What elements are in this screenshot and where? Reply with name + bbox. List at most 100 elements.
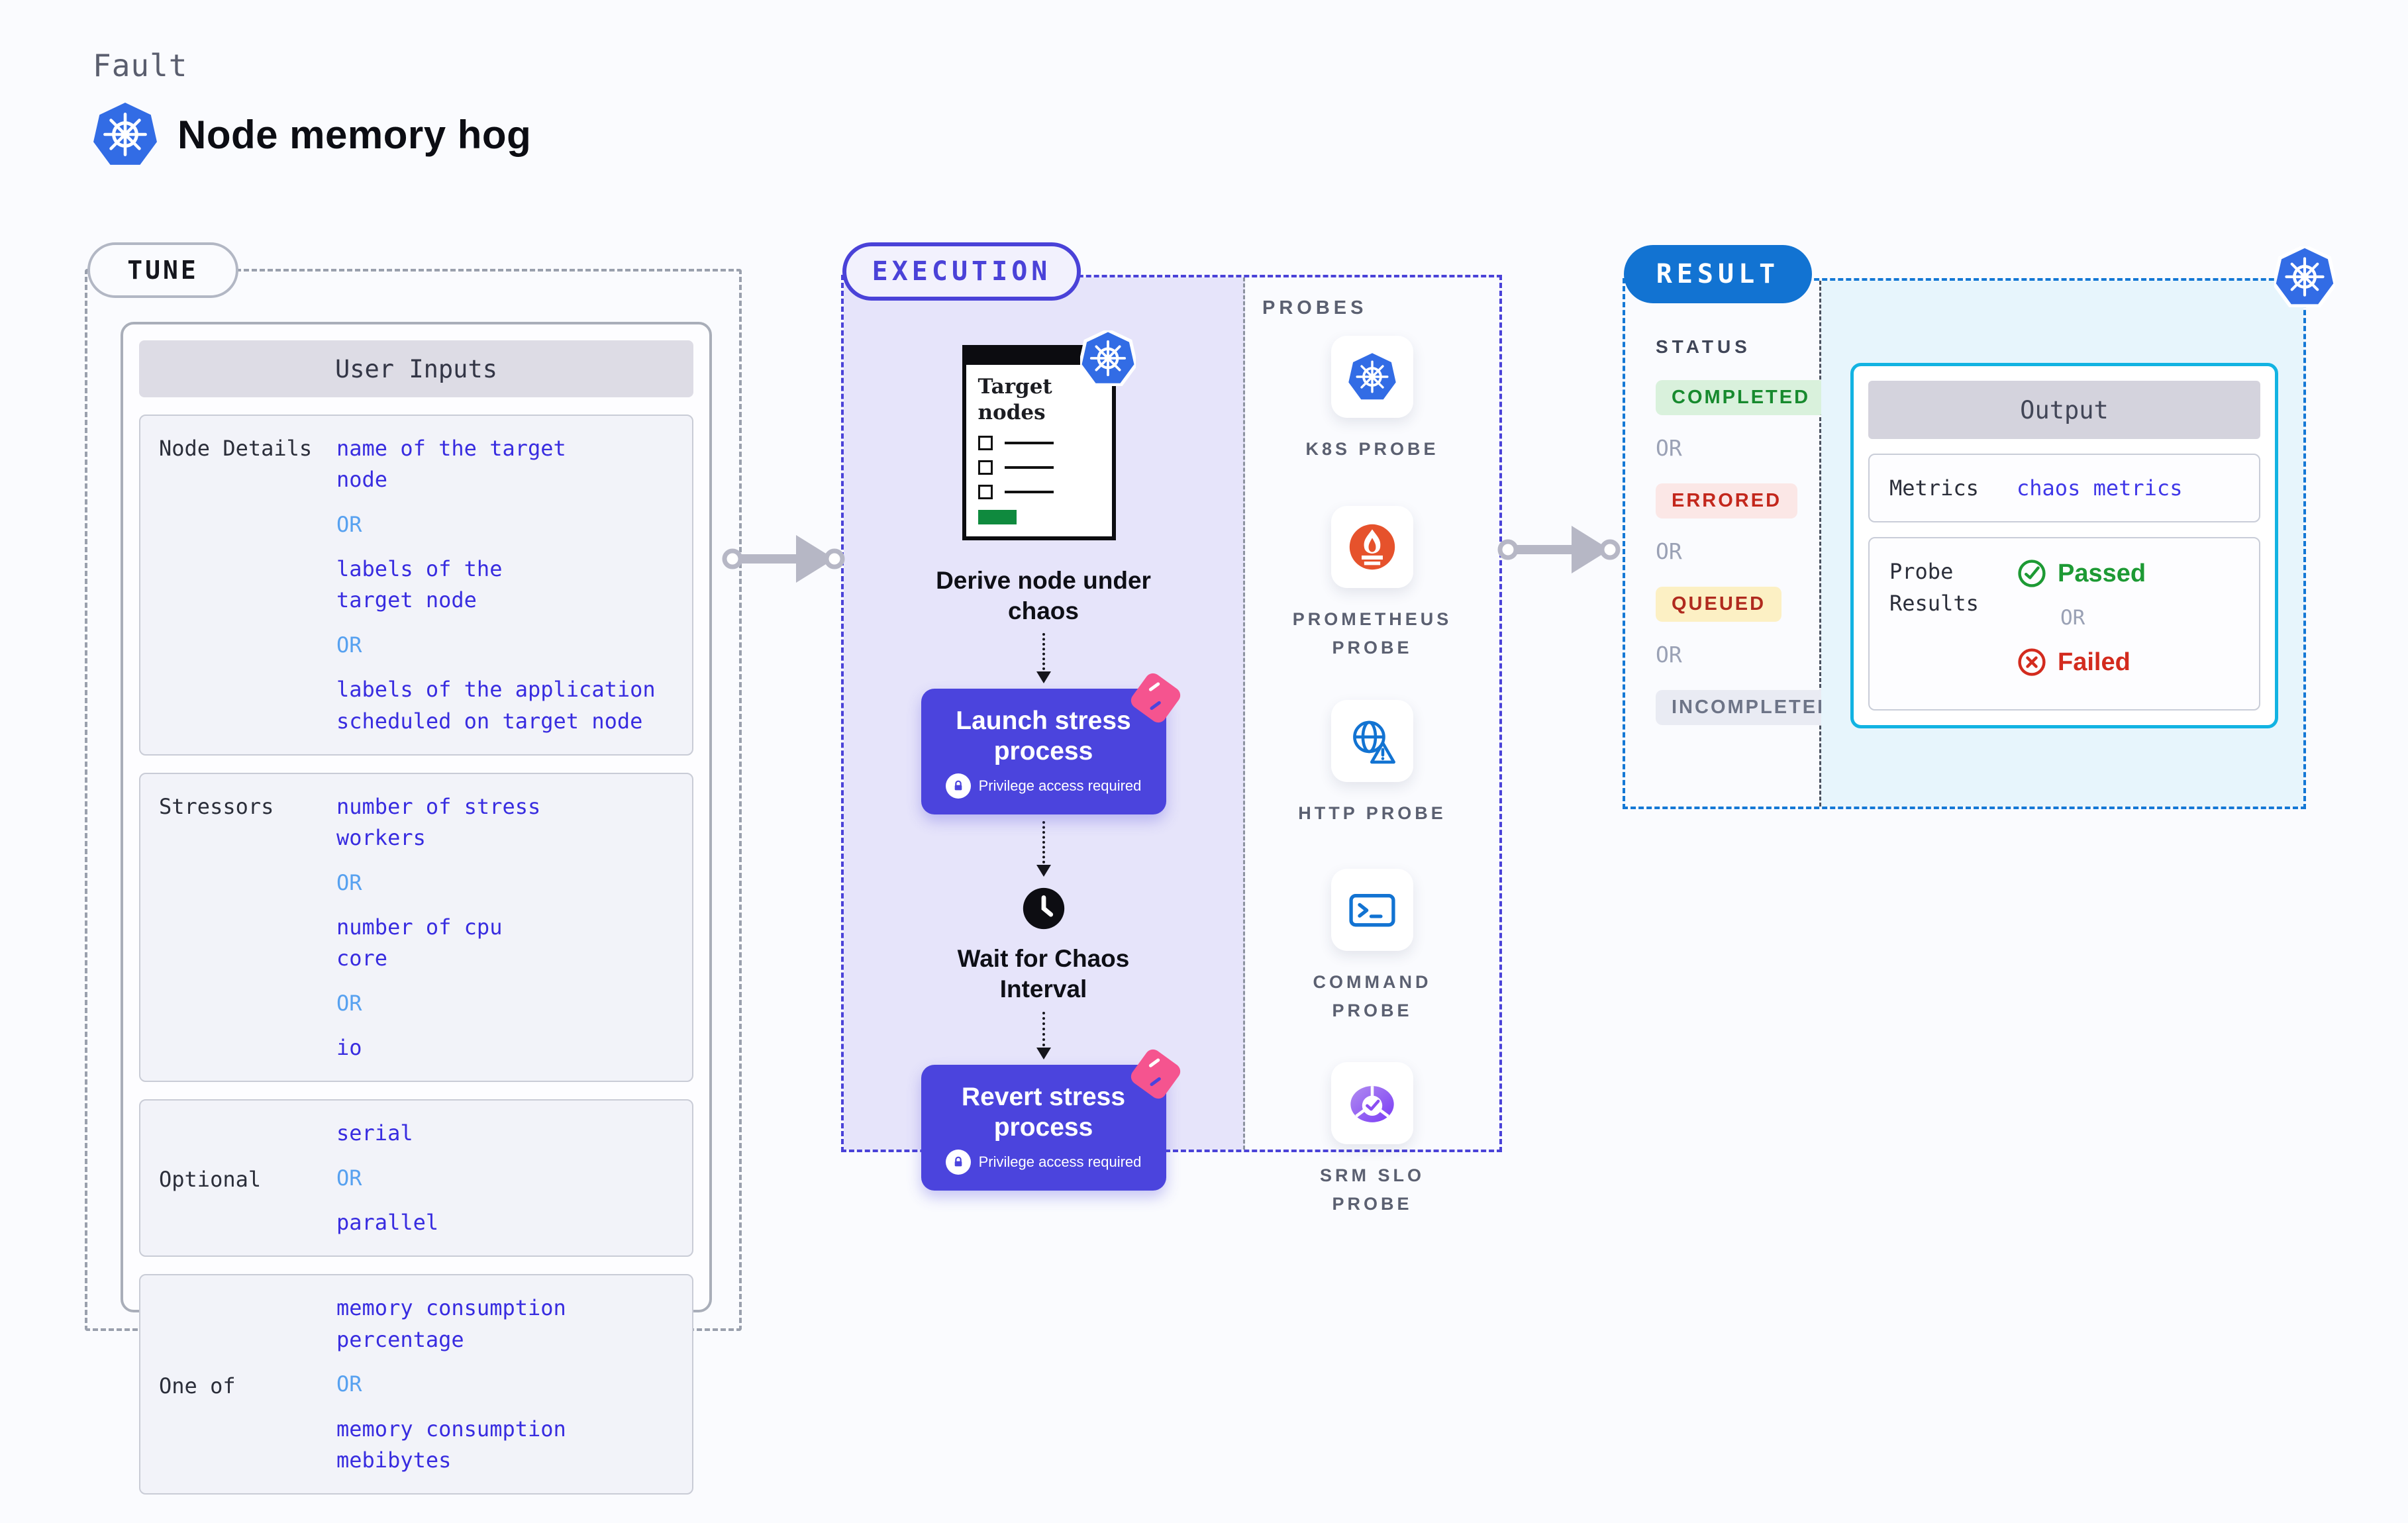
target-nodes-title: Target nodes [978, 375, 1052, 424]
node-list-item [978, 435, 1100, 450]
probes-panel: PROBES K8S PROBE PROMETHEUS PROBE HTTP P… [1245, 277, 1499, 1214]
privilege-note: Privilege access required [933, 1149, 1154, 1175]
execution-section-box: Target nodes Derive node under chaos [841, 275, 1502, 1214]
input-row-values: number of stress workers OR number of cp… [336, 791, 540, 1064]
probe-card [1331, 506, 1413, 589]
input-value: serial [336, 1120, 413, 1146]
input-value: name of the target node [336, 436, 566, 493]
fault-kicker: Fault [93, 48, 188, 83]
privilege-text: Privilege access required [978, 1153, 1142, 1170]
green-button-shape [978, 509, 1017, 524]
flow-arrow-icon [1497, 513, 1623, 587]
result-section-badge: RESULT [1624, 245, 1812, 303]
step-derive-caption: Derive node under chaos [936, 566, 1151, 624]
execution-flow-panel: Target nodes Derive node under chaos [844, 277, 1245, 1191]
or-separator: OR [336, 632, 362, 658]
user-inputs-header: User Inputs [139, 340, 693, 397]
probe-command: COMMAND PROBE [1313, 868, 1432, 1025]
probe-srm-slo: SRM SLO PROBE [1320, 1062, 1425, 1218]
target-nodes-window: Target nodes [962, 345, 1116, 540]
probe-name: PROMETHEUS PROBE [1292, 609, 1452, 658]
probe-card [1330, 868, 1413, 951]
input-row-values: memory consumption percentage OR memory … [336, 1293, 566, 1476]
list-line [1004, 490, 1054, 493]
input-value: number of cpu core [336, 914, 503, 971]
or-separator: OR [2060, 606, 2085, 630]
input-row-one-of: One of memory consumption percentage OR … [139, 1274, 693, 1495]
prometheus-icon [1347, 522, 1397, 572]
probe-name: COMMAND PROBE [1313, 971, 1432, 1020]
privilege-text: Privilege access required [978, 777, 1142, 795]
input-row-node-details: Node Details name of the target node OR … [139, 415, 693, 756]
step-wait-caption: Wait for Chaos Interval [957, 945, 1130, 1003]
node-list-item [978, 484, 1100, 499]
list-line [1004, 466, 1054, 469]
probe-card [1330, 1062, 1413, 1145]
checkbox-icon [978, 484, 993, 499]
or-separator: OR [336, 869, 362, 895]
lock-icon [945, 1149, 971, 1175]
launch-stress-process-step: Launch stress process Privilege access r… [921, 670, 1183, 815]
input-value: memory consumption percentage [336, 1295, 566, 1352]
globe-warning-icon [1347, 716, 1397, 766]
input-row-values: serial OR parallel [336, 1118, 438, 1238]
probe-results-values: Passed OR Failed [2017, 556, 2146, 692]
window-body: Target nodes [966, 365, 1112, 536]
dotted-arrow-icon [1036, 1011, 1051, 1059]
status-badge-incompleted: INCOMPLETED [1656, 690, 1850, 725]
dotted-arrow-icon [1036, 633, 1051, 683]
user-inputs-card: User Inputs Node Details name of the tar… [121, 322, 712, 1495]
kubernetes-icon [91, 101, 159, 168]
check-circle-icon [2017, 558, 2047, 589]
input-row-label: Optional [159, 1167, 262, 1193]
kubernetes-icon [1347, 352, 1397, 402]
input-value: parallel [336, 1210, 439, 1236]
or-separator: OR [336, 1371, 362, 1397]
page-header: Node memory hog [91, 101, 531, 168]
input-value: labels of the target node [336, 556, 503, 613]
metrics-row: Metrics chaos metrics [1868, 454, 2260, 522]
metrics-value: chaos metrics [2017, 475, 2183, 501]
probes-label: PROBES [1262, 297, 1368, 319]
output-card: Output Metrics chaos metrics Probe Resul… [1850, 363, 2278, 728]
dotted-arrow-icon [1036, 821, 1051, 877]
flow-arrow-icon [722, 522, 848, 596]
input-row-values: name of the target node OR labels of the… [336, 433, 656, 737]
passed-text: Passed [2058, 559, 2146, 587]
input-row-stressors: Stressors number of stress workers OR nu… [139, 772, 693, 1083]
page-title: Node memory hog [177, 112, 532, 157]
clock-icon [1021, 886, 1066, 934]
pie-check-icon [1347, 1078, 1397, 1128]
or-separator: OR [1656, 435, 1682, 461]
status-badge-errored: ERRORED [1656, 483, 1798, 518]
probe-name: HTTP PROBE [1298, 803, 1446, 823]
input-row-label: One of [159, 1373, 236, 1399]
input-value: labels of the application scheduled on t… [336, 677, 656, 734]
revert-stress-process-step: Revert stress process Privilege access r… [921, 1046, 1183, 1191]
kubernetes-icon [2274, 246, 2335, 307]
or-separator: OR [1656, 538, 1682, 564]
output-panel: Output Metrics chaos metrics Probe Resul… [1821, 281, 2303, 807]
probe-results-row: Probe Results Passed OR Failed [1868, 537, 2260, 711]
status-label: STATUS [1656, 336, 1751, 357]
kubernetes-icon [1080, 330, 1136, 386]
probe-prometheus: PROMETHEUS PROBE [1293, 506, 1452, 662]
result-section-box: STATUS COMPLETED OR ERRORED OR QUEUED OR… [1623, 278, 2306, 809]
probe-name: SRM SLO PROBE [1319, 1165, 1425, 1214]
or-separator: OR [336, 990, 362, 1016]
input-value: memory consumption mebibytes [336, 1416, 566, 1473]
tune-section-badge: TUNE [87, 242, 238, 298]
probe-card [1330, 336, 1413, 418]
step-title: Launch stress process [956, 707, 1131, 766]
probe-card [1331, 699, 1413, 782]
passed-line: Passed [2017, 558, 2146, 589]
probe-results-label: Probe Results [1889, 559, 1979, 616]
or-separator: OR [1656, 642, 1682, 667]
failed-text: Failed [2058, 648, 2131, 676]
or-separator: OR [336, 511, 362, 537]
checkbox-icon [978, 435, 993, 450]
input-row-optional: Optional serial OR parallel [139, 1099, 693, 1257]
privilege-note: Privilege access required [933, 773, 1154, 799]
or-separator: OR [336, 1165, 362, 1191]
